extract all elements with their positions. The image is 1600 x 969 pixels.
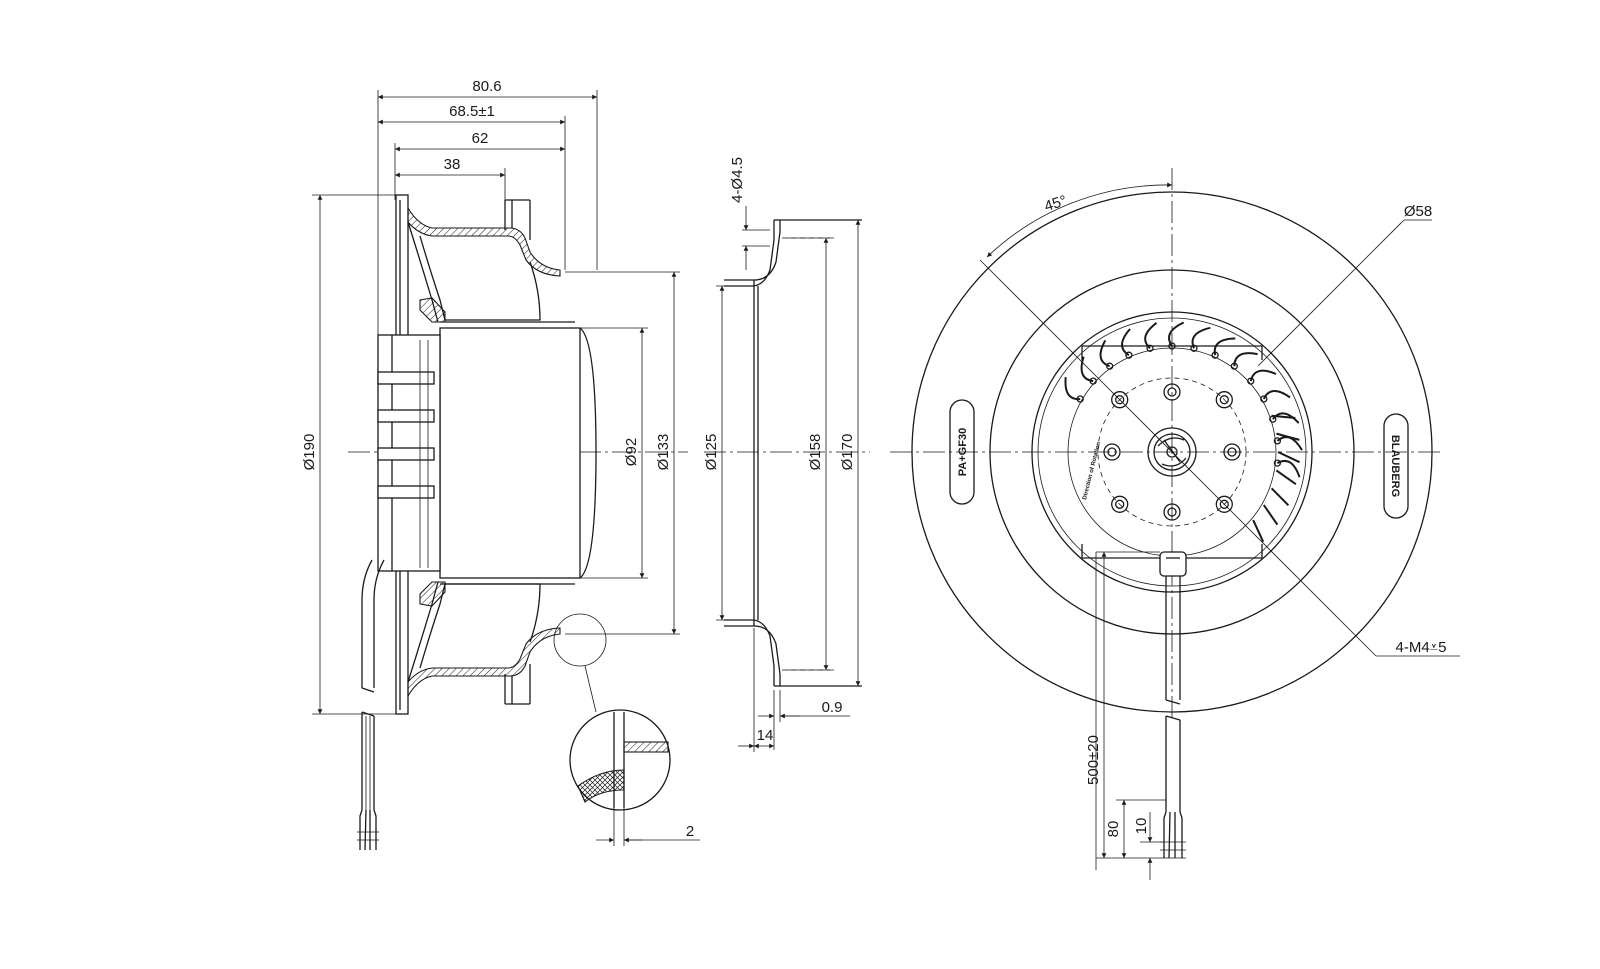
inlet-ring-view: 4-Ø4.5 Ø125 Ø158 Ø170 0.9 14 [703, 157, 870, 752]
spinner-outer [1147, 427, 1197, 477]
fan-blades [1064, 321, 1303, 543]
fan-blade-root [1106, 362, 1114, 370]
dim-inlet-length: 62 [472, 130, 489, 147]
brand-label-box [1383, 413, 1409, 519]
dim-impeller-diameter: Ø190 [301, 434, 318, 471]
detail-view-circle [569, 709, 671, 811]
fan-blade [1213, 337, 1236, 356]
fan-blade [1099, 339, 1111, 368]
dim-wire-strip: 10 [1133, 818, 1150, 835]
bolt-hole [1163, 383, 1181, 401]
fan-blade [1270, 487, 1290, 507]
inlet-ring-top [724, 220, 781, 281]
dim-inner-diameter: Ø125 [703, 434, 720, 471]
bolt-hole [1215, 391, 1233, 409]
hub-outer-circle [1031, 311, 1313, 593]
fan-blade [1121, 328, 1131, 357]
hub-rotation-text: Direction of Rotation [1082, 441, 1102, 500]
impeller-outer-circle [911, 191, 1433, 713]
fan-blade-root [1273, 437, 1282, 445]
fan-blade [1080, 356, 1094, 383]
bolt-hole [1223, 443, 1241, 461]
dim-strip-length: 80 [1105, 821, 1122, 838]
bolt-hole [1215, 495, 1233, 513]
inlet-ring-bottom [724, 625, 781, 686]
fan-blade-root [1260, 395, 1268, 403]
fan-blade [1277, 451, 1301, 464]
bolt-hole-inner [1115, 499, 1125, 509]
motor-body [439, 327, 581, 579]
inlet-circle [989, 269, 1355, 635]
fan-blade [1262, 504, 1279, 526]
dim-outer-diameter: Ø170 [839, 434, 856, 471]
material-label-box [949, 399, 975, 505]
bolt-hole-inner [1227, 447, 1237, 457]
dim-mounting-holes: 4-Ø4.5 [729, 157, 746, 203]
fan-blade-root [1125, 351, 1133, 359]
detail-marker-circle [553, 613, 607, 667]
bolt-hole [1111, 495, 1129, 513]
dim-bolt-circle: Ø58 [1404, 203, 1432, 220]
fan-blade [1249, 369, 1277, 382]
dim-shroud-length: 38 [444, 156, 461, 173]
fan-blade-root [1076, 395, 1084, 403]
dim-motor-diameter: Ø92 [623, 438, 640, 466]
dim-impeller-length: 68.5±1 [449, 103, 495, 120]
fan-blade-root [1273, 459, 1282, 467]
fan-blade [1233, 352, 1258, 367]
dim-flange-diameter: Ø133 [655, 434, 672, 471]
fan-blade [1276, 432, 1300, 441]
bolt-hole [1103, 443, 1121, 461]
fan-blade [1275, 469, 1297, 486]
dim-ring-thickness: 0.9 [822, 699, 843, 716]
lower-shroud-section [407, 627, 561, 699]
bolt-circle [1097, 377, 1247, 527]
fan-blade [1262, 390, 1291, 400]
fan-blade [1144, 322, 1158, 350]
fan-blade-root [1190, 344, 1198, 352]
dim-cable-length: 500±20 [1085, 735, 1102, 785]
brand-label: BLAUBERG [1389, 435, 1401, 497]
dim-overall-length: 80.6 [472, 78, 501, 95]
detail-dimension: 2 [686, 823, 694, 840]
fan-blade [1064, 377, 1081, 401]
bolt-holes [1103, 383, 1241, 521]
bolt-hole-inner [1115, 395, 1125, 405]
fan-blade-root [1146, 344, 1154, 352]
bolt-hole [1111, 391, 1129, 409]
bolt-hole-inner [1219, 395, 1229, 405]
dim-threaded-holes: 4-M4⩡5 [1396, 639, 1447, 656]
side-view: 80.6 68.5±1 62 38 Ø190 Ø92 Ø133 [301, 78, 700, 851]
bolt-hole-inner [1219, 499, 1229, 509]
dim-middle-diameter: Ø158 [807, 434, 824, 471]
fan-blade-root [1247, 377, 1255, 385]
fan-blade [1271, 414, 1296, 419]
fan-blade-root [1211, 351, 1219, 359]
bolt-hole [1163, 503, 1181, 521]
bolt-hole-inner [1107, 447, 1117, 457]
dim-angle: 45° [1042, 192, 1069, 215]
front-view: Direction of Rotation 45° Ø58 4-M4⩡5 PA+… [890, 168, 1460, 880]
cable-gland [1159, 551, 1187, 577]
fan-blade-root [1230, 362, 1238, 370]
dim-ring-depth: 14 [757, 727, 774, 744]
fan-blade-root [1089, 377, 1097, 385]
material-label: PA+GF30 [957, 428, 969, 476]
fan-blade [1252, 519, 1265, 543]
bolt-hole-inner [1167, 507, 1177, 517]
upper-shroud-section [407, 205, 561, 277]
bolt-hole-inner [1167, 387, 1177, 397]
fan-blade-root [1168, 342, 1176, 350]
